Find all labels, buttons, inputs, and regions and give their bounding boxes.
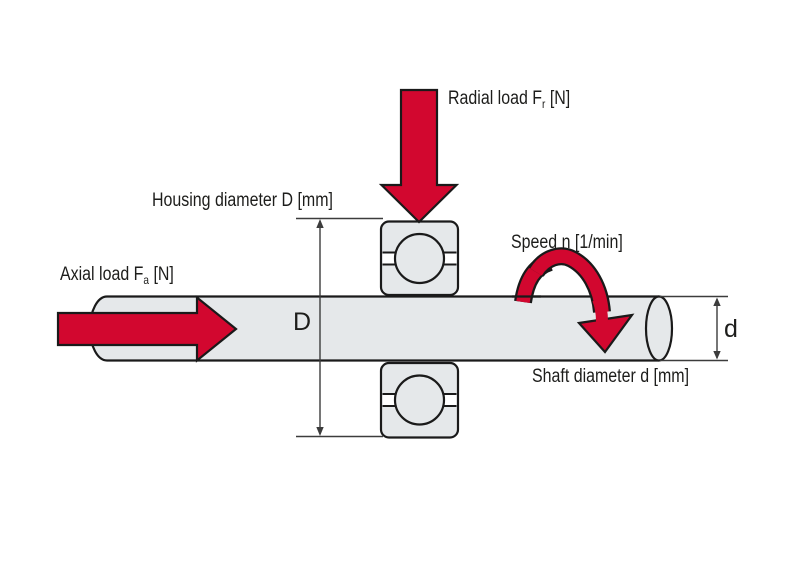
speed-label: Speed n [1/min]: [511, 232, 623, 253]
axial-load-text: Axial load F: [60, 264, 144, 285]
axial-load-label: Axial load Fa [N]: [60, 264, 174, 287]
rotation-band-junction: [592, 296, 608, 323]
radial-load-unit: [N]: [545, 88, 571, 109]
dimension-D-label: D: [293, 308, 312, 336]
bearing-ball: [393, 232, 446, 285]
axial-load-unit: [N]: [149, 264, 174, 285]
shaft-diameter-label: Shaft diameter d [mm]: [532, 366, 690, 387]
bearing-top: [379, 220, 460, 297]
axial-load-subscript: a: [143, 273, 150, 287]
rotation-band: [530, 249, 609, 313]
bearing-bottom: [379, 361, 460, 439]
radial-load-text: Radial load F: [448, 88, 543, 109]
axial-load-arrow-icon: [56, 295, 238, 363]
radial-load-label: Radial load Fr [N]: [448, 88, 571, 111]
bearing-ball: [393, 374, 446, 426]
arrowhead-down-icon: [713, 351, 721, 360]
housing-diameter-label: Housing diameter D [mm]: [152, 190, 333, 211]
shaft-body: [90, 296, 659, 361]
shaft-end-face: [644, 295, 674, 362]
dimension-d-label: d: [724, 315, 738, 343]
housing-dimension: [296, 217, 383, 438]
rotation-arrow-icon: [512, 247, 635, 354]
radial-load-arrow-icon: [378, 88, 460, 224]
arrowhead-down-icon: [316, 427, 324, 436]
arrowhead-up-icon: [316, 219, 324, 228]
radial-load-subscript: r: [542, 97, 546, 111]
shaft-dimension: [660, 295, 728, 362]
arrowhead-up-icon: [713, 297, 721, 306]
